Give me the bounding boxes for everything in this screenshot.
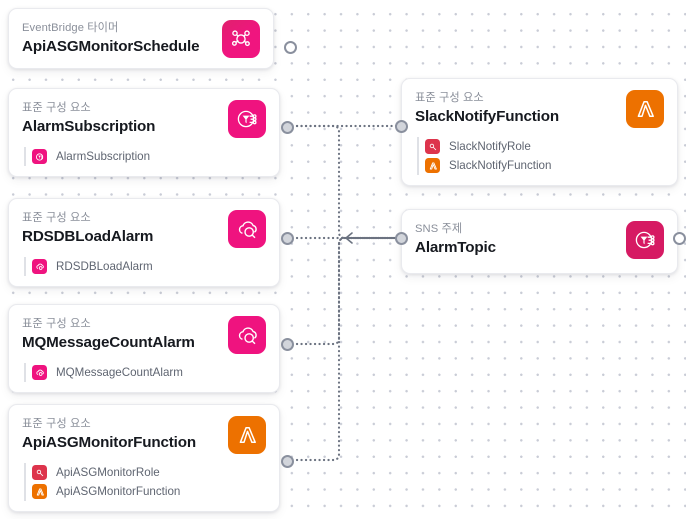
node-type-label: 표준 구성 요소	[22, 418, 91, 430]
wire-arrowhead	[345, 232, 353, 244]
iam-role-icon	[32, 465, 47, 480]
list-item[interactable]: ApiASGMonitorFunction	[32, 482, 266, 501]
node-name-label: RDSDBLoadAlarm	[22, 228, 154, 245]
port-right-alarm-topic[interactable]	[673, 232, 686, 245]
card-titles: 표준 구성 요소 MQMessageCountAlarm	[22, 316, 195, 353]
node-name-label: ApiASGMonitorSchedule	[22, 38, 200, 55]
port-right-mq-message-count-alarm[interactable]	[281, 338, 294, 351]
node-name-label: AlarmTopic	[415, 239, 496, 256]
card-titles: 표준 구성 요소 RDSDBLoadAlarm	[22, 210, 153, 247]
eventbridge-scheduler-icon	[222, 20, 260, 58]
sns-subscription-icon	[228, 100, 266, 138]
lambda-icon	[228, 416, 266, 454]
sns-subscription-icon	[32, 149, 47, 164]
node-type-label: EventBridge 타이머	[22, 22, 119, 34]
wire-apiasgmonitorfunction-to-alarmtopic	[286, 236, 402, 462]
wire-alarmsubscription-to-alarmtopic	[286, 124, 402, 240]
node-card-api-asg-monitor-schedule[interactable]: EventBridge 타이머 ApiASGMonitorSchedule	[8, 8, 297, 69]
child-resource-label: ApiASGMonitorFunction	[56, 485, 181, 498]
cloudwatch-alarm-icon	[32, 365, 47, 380]
node-type-label: 표준 구성 요소	[22, 212, 91, 224]
lambda-icon	[32, 484, 47, 499]
port-right-schedule[interactable]	[284, 41, 297, 54]
list-item[interactable]: SlackNotifyRole	[425, 137, 664, 156]
node-name-label: MQMessageCountAlarm	[22, 334, 195, 351]
child-resource-list: RDSDBLoadAlarm	[24, 257, 266, 276]
port-right-api-asg-monitor-function[interactable]	[281, 455, 294, 468]
port-left-alarm-topic[interactable]	[395, 232, 408, 245]
card-header: 표준 구성 요소 RDSDBLoadAlarm	[22, 210, 266, 248]
card-header: EventBridge 타이머 ApiASGMonitorSchedule	[22, 20, 260, 58]
node-card-mq-message-count-alarm[interactable]: 표준 구성 요소 MQMessageCountAlarm	[8, 304, 294, 393]
card-titles: 표준 구성 요소 AlarmSubscription	[22, 100, 155, 137]
child-resource-list: SlackNotifyRole SlackNotifyFunction	[417, 137, 664, 175]
list-item[interactable]: AlarmSubscription	[32, 147, 266, 166]
card-titles: 표준 구성 요소 ApiASGMonitorFunction	[22, 416, 196, 453]
list-item[interactable]: MQMessageCountAlarm	[32, 363, 266, 382]
card-header: 표준 구성 요소 AlarmSubscription	[22, 100, 266, 138]
port-right-alarm-subscription[interactable]	[281, 121, 294, 134]
node-name-label: AlarmSubscription	[22, 118, 156, 135]
child-resource-label: MQMessageCountAlarm	[56, 366, 183, 379]
card-header: SNS 주제 AlarmTopic	[415, 221, 664, 259]
node-card-alarm-topic[interactable]: SNS 주제 AlarmTopic	[395, 209, 686, 274]
card-header: 표준 구성 요소 MQMessageCountAlarm	[22, 316, 266, 354]
cloudwatch-alarm-icon	[32, 259, 47, 274]
child-resource-list: ApiASGMonitorRole ApiASGMonitorFunction	[24, 463, 266, 501]
iam-role-icon	[425, 139, 440, 154]
child-resource-label: AlarmSubscription	[56, 150, 151, 163]
child-resource-list: MQMessageCountAlarm	[24, 363, 266, 382]
node-card-alarm-subscription[interactable]: 표준 구성 요소 AlarmSubscription	[8, 88, 294, 177]
node-name-label: ApiASGMonitorFunction	[22, 434, 197, 451]
node-card-slack-notify-function[interactable]: 표준 구성 요소 SlackNotifyFunction SlackNotify…	[395, 78, 678, 186]
port-left-slack-notify-function[interactable]	[395, 120, 408, 133]
node-card-rds-db-load-alarm[interactable]: 표준 구성 요소 RDSDBLoadAlarm RDSDB	[8, 198, 294, 287]
node-type-label: 표준 구성 요소	[22, 318, 91, 330]
list-item[interactable]: RDSDBLoadAlarm	[32, 257, 266, 276]
card-titles: EventBridge 타이머 ApiASGMonitorSchedule	[22, 20, 200, 57]
cloudwatch-alarm-icon	[228, 210, 266, 248]
node-type-label: 표준 구성 요소	[22, 102, 91, 114]
card-titles: SNS 주제 AlarmTopic	[415, 221, 496, 258]
node-type-label: 표준 구성 요소	[415, 92, 484, 104]
child-resource-label: SlackNotifyFunction	[449, 159, 552, 172]
lambda-icon	[425, 158, 440, 173]
card-titles: 표준 구성 요소 SlackNotifyFunction	[415, 90, 559, 127]
child-resource-label: ApiASGMonitorRole	[56, 466, 160, 479]
list-item[interactable]: ApiASGMonitorRole	[32, 463, 266, 482]
child-resource-list: AlarmSubscription	[24, 147, 266, 166]
card-header: 표준 구성 요소 SlackNotifyFunction	[415, 90, 664, 128]
lambda-icon	[626, 90, 664, 128]
card-header: 표준 구성 요소 ApiASGMonitorFunction	[22, 416, 266, 454]
port-right-rds-db-load-alarm[interactable]	[281, 232, 294, 245]
sns-topic-icon	[626, 221, 664, 259]
wire-mqmessagecountalarm-to-alarmtopic	[286, 236, 402, 346]
node-type-label: SNS 주제	[415, 223, 463, 235]
node-name-label: SlackNotifyFunction	[415, 108, 559, 125]
child-resource-label: SlackNotifyRole	[449, 140, 531, 153]
node-card-api-asg-monitor-function[interactable]: 표준 구성 요소 ApiASGMonitorFunction ApiASGMon…	[8, 404, 294, 512]
list-item[interactable]: SlackNotifyFunction	[425, 156, 664, 175]
cloudwatch-alarm-icon	[228, 316, 266, 354]
child-resource-label: RDSDBLoadAlarm	[56, 260, 153, 273]
